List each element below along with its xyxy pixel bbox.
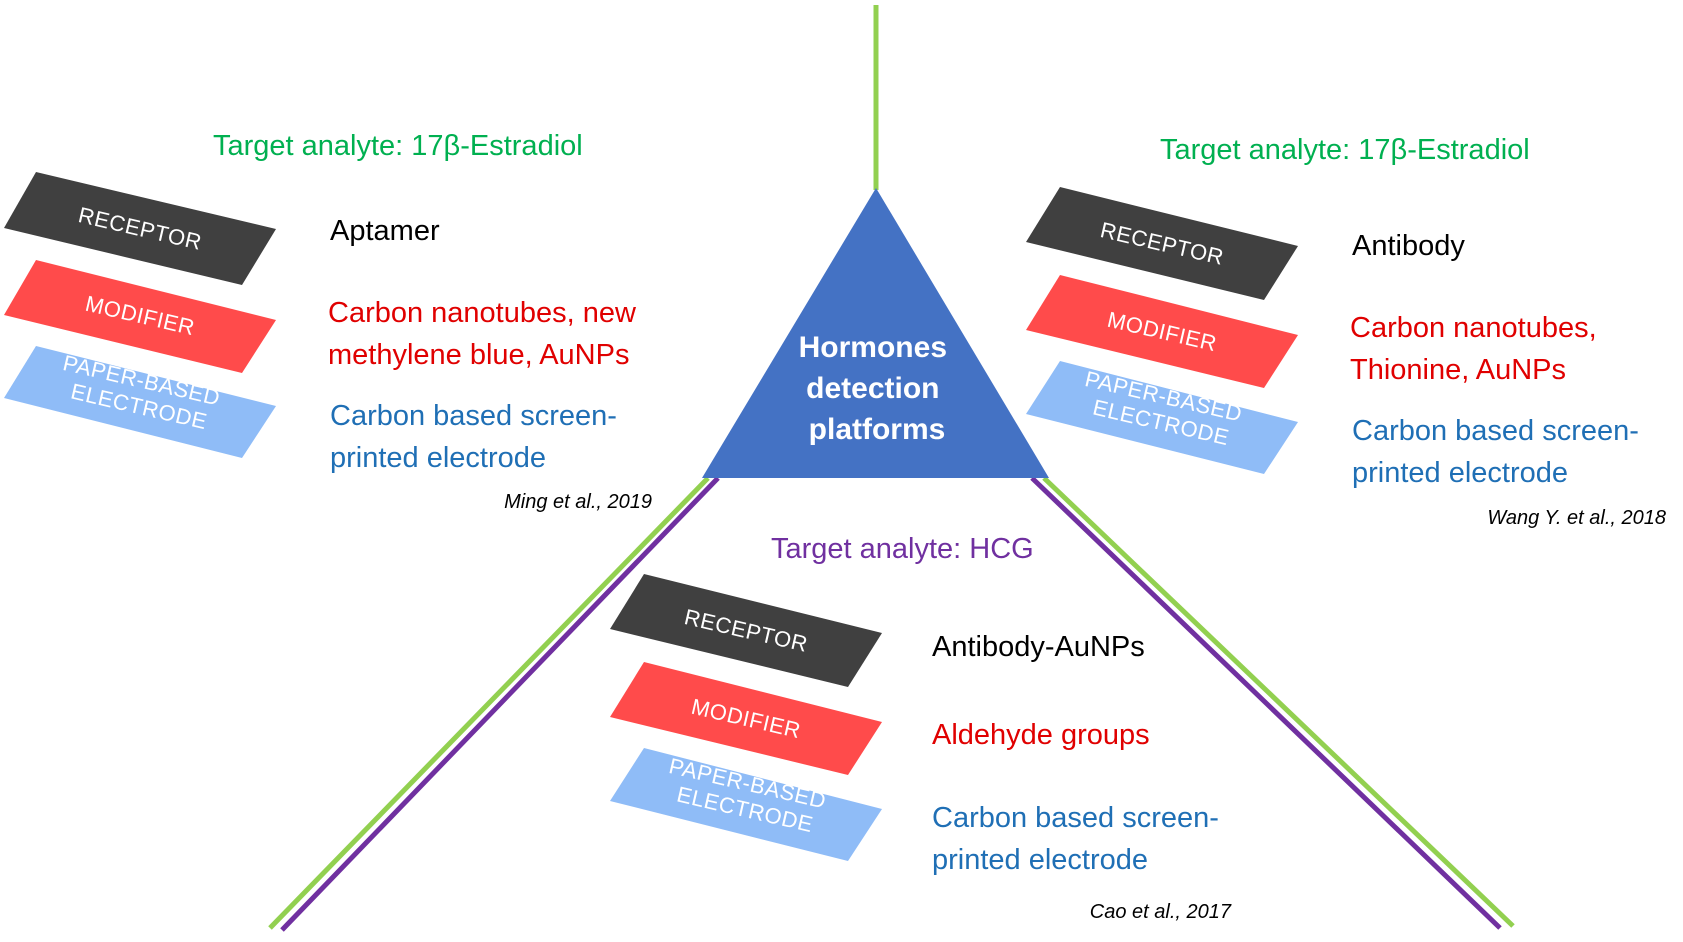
modifier-value-left-line-1: Carbon nanotubes, new [328, 297, 637, 329]
electrode-value-right-line-1: Carbon based screen- [1352, 415, 1639, 447]
platform-bottom: Target analyte: HCG RECEPTOR Antibody-Au… [610, 533, 1232, 923]
center-triangle [702, 188, 1049, 478]
electrode-band-label-bottom: PAPER-BASED ELECTRODE [661, 753, 835, 840]
center-title-line-1: Hormones [799, 331, 947, 364]
target-analyte-left: Target analyte: 17β-Estradiol [213, 130, 583, 162]
reference-right: Wang Y. et al., 2018 [1487, 507, 1666, 529]
modifier-value-right: Carbon nanotubes, Thionine, AuNPs [1350, 312, 1605, 386]
modifier-value-bottom: Aldehyde groups [932, 719, 1150, 751]
electrode-value-left-line-1: Carbon based screen- [330, 400, 617, 432]
reference-bottom: Cao et al., 2017 [1090, 901, 1232, 923]
electrode-band-left [4, 346, 276, 458]
center-title-line-2: detection [806, 372, 939, 405]
right-divider-line-purple [1030, 476, 1502, 930]
modifier-value-left: Carbon nanotubes, new methylene blue, Au… [328, 297, 644, 371]
right-divider-line-green [1042, 476, 1515, 928]
receptor-value-left: Aptamer [330, 215, 440, 247]
platform-right: Target analyte: 17β-Estradiol RECEPTOR A… [1026, 134, 1666, 529]
modifier-value-right-line-1: Carbon nanotubes, [1350, 312, 1597, 344]
receptor-band-left [4, 172, 276, 285]
modifier-value-left-line-2: methylene blue, AuNPs [328, 339, 629, 371]
modifier-value-right-line-2: Thionine, AuNPs [1350, 354, 1566, 386]
receptor-band-right [1026, 187, 1298, 300]
center-title: Hormones detection platforms [799, 331, 956, 446]
electrode-value-left: Carbon based screen- printed electrode [330, 400, 625, 474]
receptor-value-bottom: Antibody-AuNPs [932, 631, 1145, 663]
electrode-value-right-line-2: printed electrode [1352, 457, 1568, 489]
receptor-band-bottom [610, 574, 882, 687]
electrode-value-bottom-line-2: printed electrode [932, 844, 1148, 876]
electrode-value-right: Carbon based screen- printed electrode [1352, 415, 1647, 489]
electrode-value-bottom-line-1: Carbon based screen- [932, 802, 1219, 834]
target-analyte-bottom: Target analyte: HCG [771, 533, 1034, 565]
receptor-value-right: Antibody [1352, 230, 1465, 262]
reference-left: Ming et al., 2019 [504, 491, 652, 513]
platform-left: Target analyte: 17β-Estradiol RECEPTOR A… [4, 130, 652, 513]
target-analyte-right: Target analyte: 17β-Estradiol [1160, 134, 1530, 166]
modifier-band-right [1026, 275, 1298, 388]
left-divider-line-purple [280, 476, 720, 932]
electrode-band-right [1026, 361, 1298, 474]
electrode-value-bottom: Carbon based screen- printed electrode [932, 802, 1227, 876]
left-divider-line-green [268, 476, 710, 930]
electrode-value-left-line-2: printed electrode [330, 442, 546, 474]
center-title-line-3: platforms [809, 413, 946, 446]
modifier-band-bottom [610, 662, 882, 775]
modifier-band-left [4, 260, 276, 373]
electrode-band-bottom [610, 748, 882, 861]
